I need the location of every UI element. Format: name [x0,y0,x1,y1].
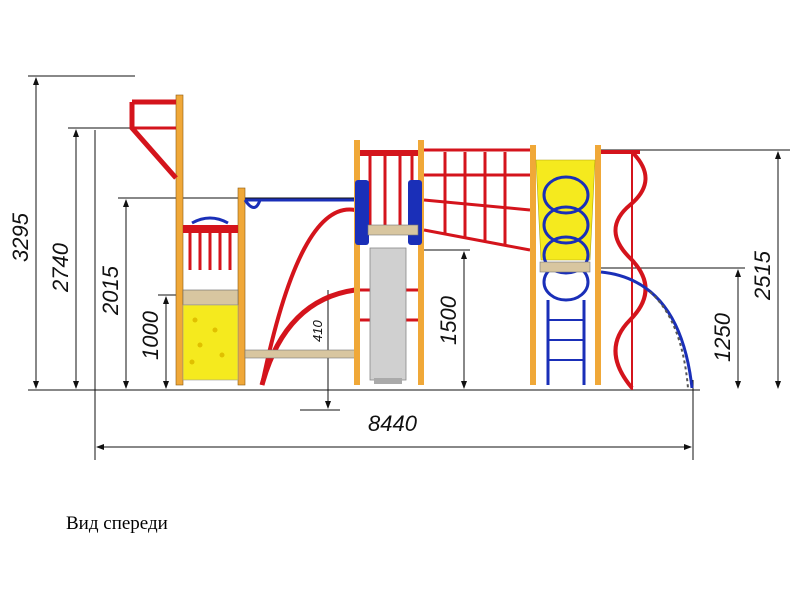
dim-2515: 2515 [750,250,775,301]
middle-tower [354,140,424,385]
dim-1250: 1250 [710,312,735,362]
right-tower [530,145,601,385]
view-caption: Вид спереди [66,513,168,534]
dim-2015: 2015 [98,265,123,316]
dim-8440: 8440 [368,411,418,436]
net-bridge [423,148,531,252]
extension-lines [28,75,790,460]
dimension-lines [33,77,781,450]
dim-410: 410 [310,320,325,342]
dim-1500: 1500 [436,295,461,345]
dim-1000: 1000 [138,310,163,360]
arch-bridge [243,198,356,386]
left-tower [129,94,246,386]
spiral-climber [600,150,694,390]
dim-3295: 3295 [8,212,33,262]
dim-2740: 2740 [48,242,73,293]
